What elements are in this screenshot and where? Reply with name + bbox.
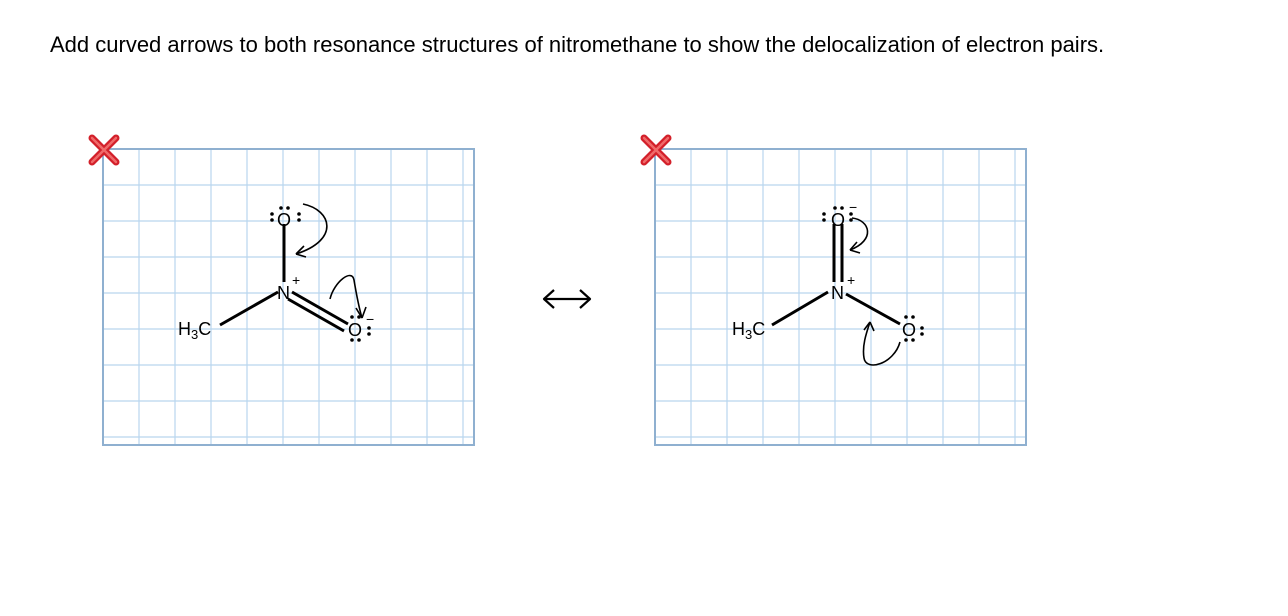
drawing-canvas-structure-1[interactable]: H3C N + O O − <box>86 132 478 450</box>
methyl-label: H3C <box>178 319 211 342</box>
oxygen-right-label: O <box>902 320 916 340</box>
methyl-label: H3C <box>732 319 765 342</box>
lone-pairs <box>822 206 924 342</box>
oxygen-right-label: O <box>348 320 362 340</box>
double-headed-arrow-icon <box>540 286 594 317</box>
oxygen-top-label: O <box>831 210 845 230</box>
lone-pairs <box>270 206 371 342</box>
grid-border <box>654 148 1027 446</box>
bond-n-o-right-1 <box>291 290 349 326</box>
grid-border <box>102 148 475 446</box>
bond-c-n <box>219 290 279 327</box>
nitrogen-charge: + <box>847 272 855 288</box>
red-x-icon[interactable] <box>88 134 120 166</box>
nitrogen-label: N <box>831 283 844 303</box>
nitrogen-label: N <box>277 283 290 303</box>
red-x-icon[interactable] <box>640 134 672 166</box>
curved-arrow[interactable] <box>295 203 328 258</box>
oxygen-top-charge: − <box>849 199 857 215</box>
bond-n-o-right-2 <box>287 297 345 333</box>
bond-n-o-right <box>845 292 901 326</box>
curved-arrow[interactable] <box>862 321 901 366</box>
curved-arrow[interactable] <box>849 217 869 254</box>
grid <box>654 148 1027 446</box>
nitrogen-charge: + <box>292 272 300 288</box>
curved-arrow[interactable] <box>329 274 367 319</box>
question-text: Add curved arrows to both resonance stru… <box>50 32 1105 57</box>
drawing-canvas-structure-2[interactable]: H3C N + O − O <box>638 132 1030 450</box>
grid <box>102 148 475 446</box>
oxygen-right-charge: − <box>366 311 374 327</box>
oxygen-top-label: O <box>277 210 291 230</box>
bond-c-n <box>771 290 829 327</box>
